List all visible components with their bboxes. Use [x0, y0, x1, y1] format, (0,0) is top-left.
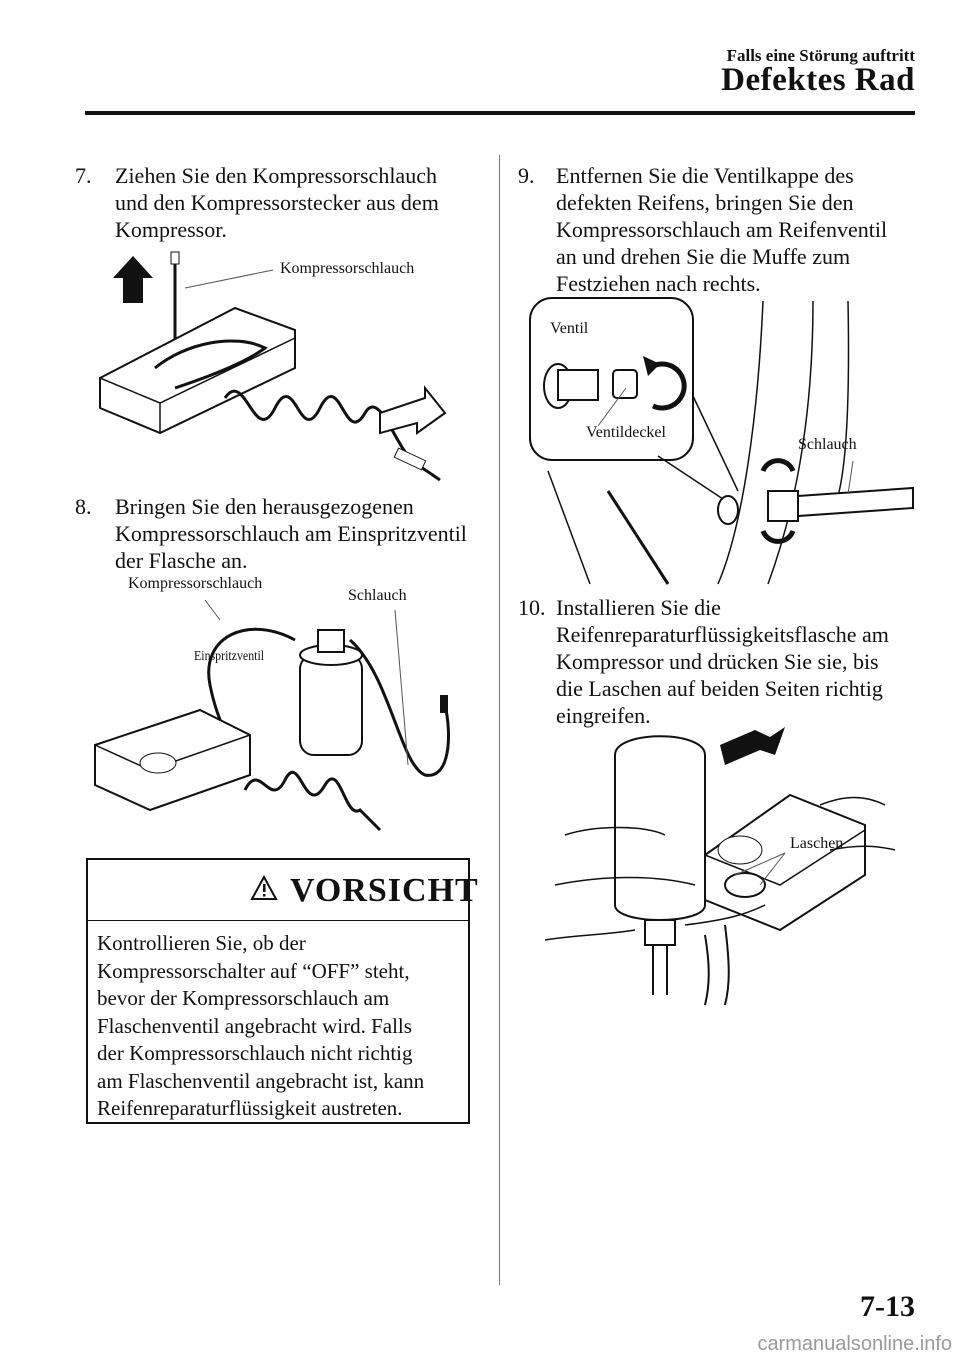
label-kompressorschlauch: Kompressorschlauch	[128, 575, 263, 592]
figure-hose-to-bottle: Kompressorschlauch Schlauch Einspritzven…	[90, 575, 470, 840]
step-line: eingreifen.	[556, 703, 651, 728]
compressor-illustration	[99, 251, 447, 482]
bottle-illustration	[94, 599, 450, 832]
step-9: 9. Entfernen Sie die Ventilkappe des def…	[518, 162, 918, 298]
label-ventildeckel: Ventildeckel	[586, 424, 666, 441]
step-number: 7.	[75, 163, 92, 188]
column-divider	[499, 155, 500, 1285]
step-line: und den Kompressorstecker aus dem	[115, 190, 439, 215]
label-kompressorschlauch: Kompressorschlauch	[280, 260, 415, 277]
step-number: 10.	[518, 595, 546, 620]
step-number: 8.	[75, 494, 92, 519]
step-line: die Laschen auf beiden Seiten richtig	[556, 676, 883, 701]
step-number: 9.	[518, 163, 535, 188]
step-10: 10. Installieren Sie die Reifenreparatur…	[518, 594, 918, 730]
caution-header: VORSICHT	[88, 860, 478, 921]
step-line: Kompressorschlauch am Einspritzventil	[115, 521, 467, 546]
bottle-install-illustration	[544, 727, 896, 1006]
step-line: Kompressor.	[115, 217, 227, 242]
section-header: Falls eine Störung auftritt	[726, 46, 915, 65]
label-schlauch: Schlauch	[348, 587, 407, 604]
rotate-icon	[760, 529, 796, 544]
arrow-right-icon	[379, 385, 447, 435]
step-line: Entfernen Sie die Ventilkappe des	[556, 163, 854, 188]
step-line: der Flasche an.	[115, 548, 248, 573]
watermark: carmanualsonline.info	[757, 1333, 952, 1355]
arrow-right-icon	[720, 727, 785, 765]
figure-compressor-hose-removal: Kompressorschlauch	[95, 248, 465, 488]
step-line: defekten Reifens, bringen Sie den	[556, 190, 854, 215]
caution-box: VORSICHT Kontrollieren Sie, ob der Kompr…	[86, 858, 478, 1124]
label-schlauch: Schlauch	[798, 436, 857, 453]
rotate-icon	[760, 458, 796, 473]
header-divider	[85, 111, 915, 115]
valve-illustration	[529, 297, 914, 585]
step-line: Bringen Sie den herausgezogenen	[115, 494, 414, 519]
step-line: Installieren Sie die	[556, 595, 721, 620]
figure-valve-connection: Ventil Ventildeckel Schlauch	[528, 296, 918, 586]
caution-title: VORSICHT	[290, 872, 479, 909]
step-line: Festziehen nach rechts.	[556, 271, 761, 296]
label-laschen: Laschen	[790, 835, 844, 852]
page-title: Defektes Rad	[721, 62, 915, 98]
step-line: Reifenreparaturflüssigkeitsflasche am	[556, 622, 889, 647]
label-ventil: Ventil	[550, 320, 589, 337]
warning-icon	[250, 874, 278, 900]
label-einspritzventil: Einspritzventil	[194, 649, 265, 664]
caution-text: Kontrollieren Sie, ob der Kompressorscha…	[97, 931, 425, 1120]
rotate-icon	[651, 361, 687, 411]
step-line: an und drehen Sie die Muffe zum	[556, 244, 851, 269]
step-line: Ziehen Sie den Kompressorschlauch	[115, 163, 437, 188]
page-number: 7-13	[860, 1290, 915, 1323]
step-8: 8. Bringen Sie den herausgezogenen Kompr…	[75, 493, 495, 575]
arrow-up-icon	[113, 256, 153, 303]
step-line: Kompressor und drücken Sie sie, bis	[556, 649, 879, 674]
figure-bottle-install: Laschen	[544, 725, 915, 1006]
step-7: 7. Ziehen Sie den Kompressorschlauch und…	[75, 162, 485, 244]
step-line: Kompressorschlauch am Reifenventil	[556, 217, 888, 242]
